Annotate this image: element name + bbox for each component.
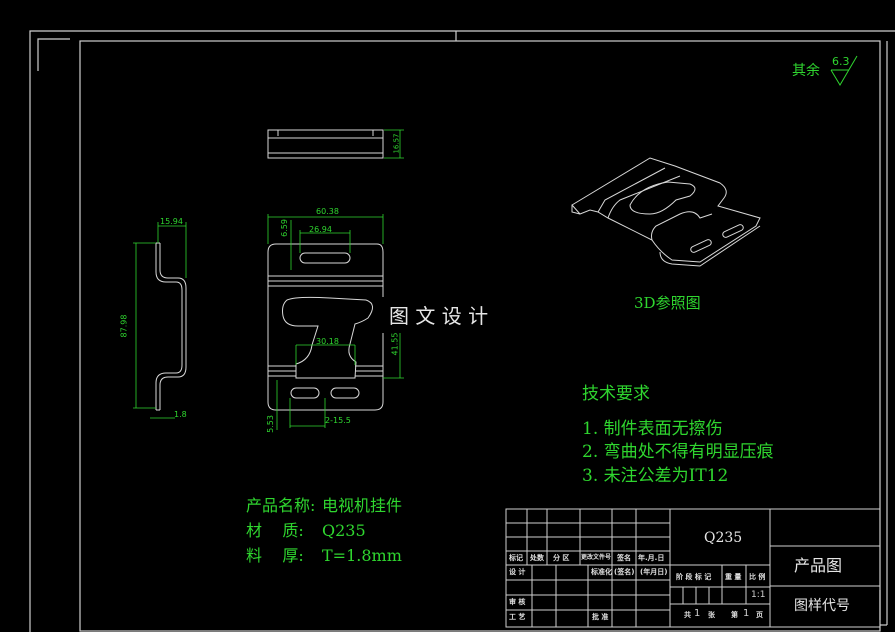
sheets-total-label: 共 (684, 611, 691, 619)
product-name-value: 电视机挂件 (322, 496, 403, 515)
view-3d-label: 3D参照图 (634, 294, 701, 312)
dim-front-mid-width: 30.18 (316, 337, 339, 346)
title-block (505, 508, 881, 628)
header-mark: 标记 (509, 554, 523, 562)
scale-header: 比 例 (749, 573, 766, 581)
front-view (267, 243, 384, 411)
row-date-placeholder: (年月日) (640, 568, 668, 576)
material-value: Q235 (322, 521, 366, 540)
thickness-label: 料 厚: (246, 546, 304, 565)
roughness-symbol (830, 55, 858, 86)
tech-req-item-3: 3. 未注公差为IT12 (582, 466, 729, 486)
dim-front-mid-height: 41.55 (390, 332, 400, 356)
dim-front-width: 60.38 (316, 207, 339, 216)
side-view (155, 242, 187, 411)
row-approve-label: 批 准 (592, 613, 609, 621)
dim-side-height: 87.98 (119, 314, 129, 338)
title-block-material: Q235 (704, 530, 743, 546)
row-signature-placeholder: (签名) (614, 568, 635, 576)
thickness-value: T=1.8mm (322, 546, 402, 565)
dim-side-thickness: 1.8 (174, 410, 187, 419)
watermark-box (380, 297, 520, 333)
title-block-drawing-type: 产品图 (794, 556, 843, 575)
row-design-label: 设 计 (509, 568, 526, 576)
sheets-current-value: 1 (743, 608, 750, 619)
product-name-label: 产品名称: (246, 496, 316, 515)
row-process-label: 工 艺 (509, 613, 526, 621)
tech-req-item-2: 2. 弯曲处不得有明显压痕 (582, 442, 774, 462)
surface-roughness-value: 6.3 (832, 55, 850, 68)
isometric-view (571, 157, 761, 267)
sheets-total-value: 1 (694, 608, 701, 619)
stage-mark-header: 阶 段 标 记 (676, 573, 712, 581)
surface-finish-label: 其余 (792, 63, 820, 79)
sheets-current-label: 第 (731, 611, 738, 619)
title-block-drawing-code-label: 图样代号 (794, 598, 850, 614)
page-unit-label: 页 (756, 611, 763, 619)
weight-header: 重 量 (725, 573, 742, 581)
dim-front-top-offset: 6.59 (279, 219, 289, 237)
dim-side-width: 15.94 (160, 217, 183, 226)
row-review-label: 审 核 (509, 598, 526, 606)
header-count: 处数 (530, 554, 544, 562)
dim-front-slot-width: 26.94 (309, 225, 332, 234)
dim-front-bottom-offset: 5.53 (265, 415, 275, 433)
header-signature: 签名 (617, 554, 631, 562)
tech-req-title: 技术要求 (582, 384, 650, 404)
header-change-doc: 更改文件号 (581, 554, 612, 561)
top-view (267, 129, 384, 159)
drawing-frame (29, 30, 895, 632)
scale-value: 1:1 (751, 590, 766, 600)
row-standardization-label: 标准化 (591, 568, 612, 576)
header-zone: 分 区 (553, 554, 570, 562)
material-label: 材 质: (246, 521, 304, 540)
header-date: 年.月.日 (638, 554, 665, 562)
tech-req-item-1: 1. 制件表面无擦伤 (582, 419, 723, 439)
dim-front-slot-spacing: 2-15.5 (325, 416, 351, 425)
watermark: 图 文 设 计 (389, 304, 489, 328)
sheets-unit-label: 张 (708, 611, 715, 619)
dim-top-thickness: 16.57 (392, 133, 401, 154)
